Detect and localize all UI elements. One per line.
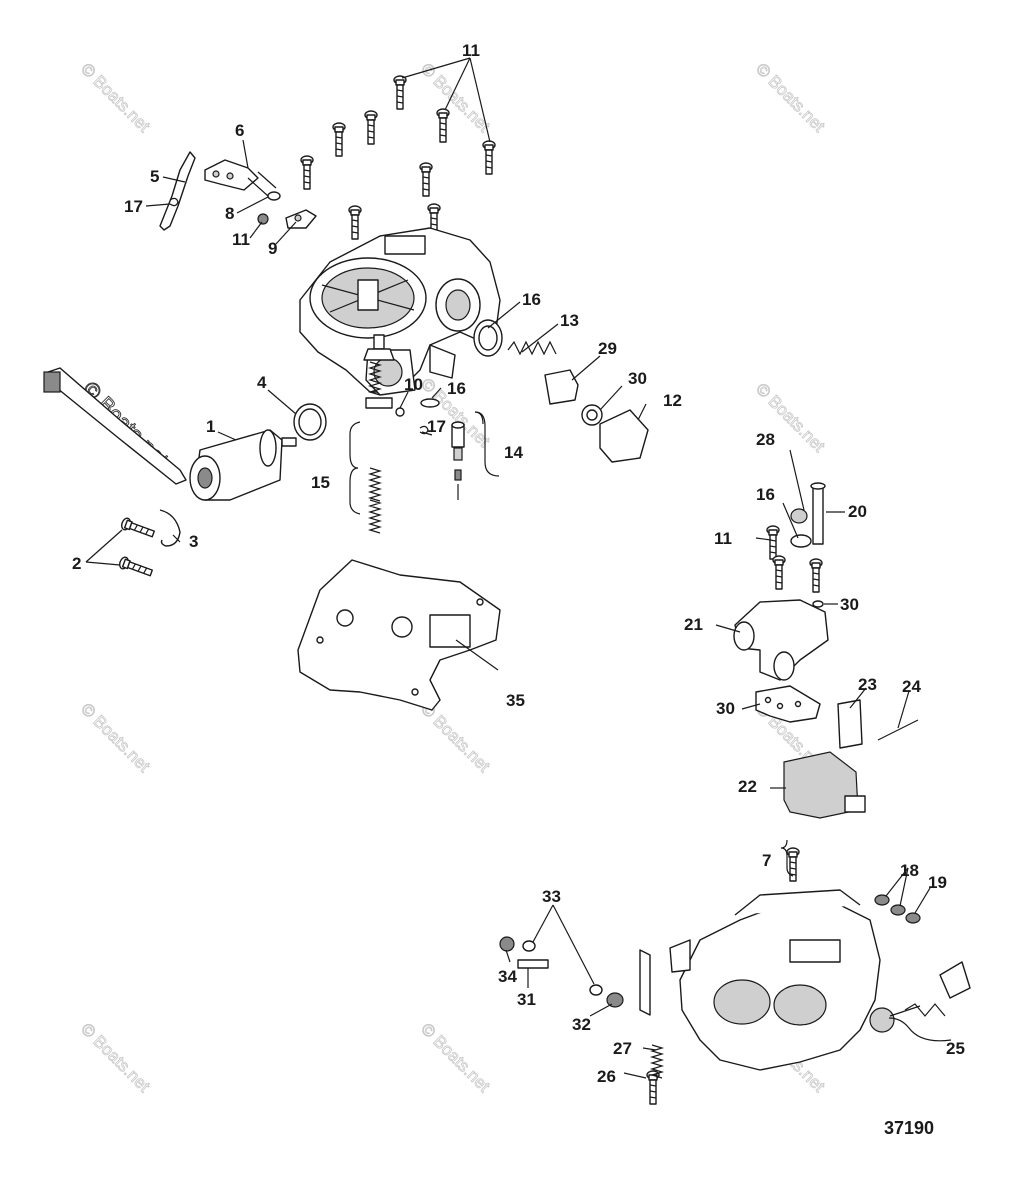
watermark: © Boats.net (417, 699, 494, 776)
callout-23: 23 (858, 675, 877, 694)
callout-4: 4 (257, 373, 267, 392)
power-piston (363, 334, 395, 534)
carburetor-air-horn (299, 227, 501, 396)
e-clip (419, 425, 429, 435)
throttle-plate (755, 685, 821, 723)
bracket (837, 699, 863, 749)
callout-20: 20 (848, 502, 867, 521)
choke-thermostat (43, 367, 297, 501)
callout-12: 12 (663, 391, 682, 410)
small-washer (395, 407, 405, 417)
callout-26: 26 (597, 1067, 616, 1086)
callout-22: 22 (738, 777, 757, 796)
callout-5: 5 (150, 167, 159, 186)
carburetor-gasket (297, 559, 501, 711)
watermark: © Boats.net (752, 59, 829, 136)
callout-11: 11 (232, 230, 250, 249)
callout-30: 30 (840, 595, 859, 614)
diagram-reference-number: 37190 (884, 1118, 934, 1138)
fuel-inlet-parts (473, 319, 649, 463)
callout-8: 8 (225, 204, 234, 223)
callout-19: 19 (928, 873, 947, 892)
callout-11: 11 (714, 529, 732, 548)
callout-21: 21 (684, 615, 703, 634)
throttle-body-upper-parts (733, 482, 829, 681)
callout-18: 18 (900, 861, 919, 880)
callout-9: 9 (268, 239, 277, 258)
watermark: © Boats.net (417, 1019, 494, 1096)
watermark: © Boats.net (77, 59, 154, 136)
throttle-body (639, 889, 881, 1071)
callout-30: 30 (716, 699, 735, 718)
callout-3: 3 (189, 532, 198, 551)
callout-27: 27 (613, 1039, 632, 1058)
callout-35: 35 (506, 691, 525, 710)
callout-34: 34 (498, 967, 517, 986)
callout-labels: 11 6 5 17 8 11 9 16 13 29 30 12 4 16 10 … (72, 41, 965, 1138)
callout-10: 10 (404, 375, 423, 394)
callout-13: 13 (560, 311, 579, 330)
idle-mixture-parts (869, 961, 971, 1033)
callout-17: 17 (124, 197, 143, 216)
callout-16: 16 (447, 379, 466, 398)
callout-25: 25 (946, 1039, 965, 1058)
retainer-ring (159, 509, 181, 547)
callout-2: 2 (72, 554, 81, 573)
callout-30: 30 (628, 369, 647, 388)
callout-24: 24 (902, 677, 921, 696)
leader-lines (85, 57, 952, 1079)
small-screws (874, 894, 921, 924)
watermark: © Boats.net (417, 59, 494, 136)
fuel-linkage-parts (499, 936, 624, 1008)
pin (877, 719, 919, 741)
callout-14: 14 (504, 443, 523, 462)
callout-15: 15 (311, 473, 330, 492)
callout-1: 1 (206, 417, 215, 436)
callout-32: 32 (572, 1015, 591, 1034)
callout-11: 11 (462, 41, 480, 60)
callout-16: 16 (522, 290, 541, 309)
needle-and-seat (420, 398, 465, 500)
choke-levers (159, 151, 317, 231)
callout-16: 16 (756, 485, 775, 504)
callout-6: 6 (235, 121, 244, 140)
watermark: © Boats.net (77, 699, 154, 776)
actuator-housing (783, 751, 866, 819)
callout-28: 28 (756, 430, 775, 449)
callout-17: 17 (427, 417, 446, 436)
callout-31: 31 (517, 990, 536, 1009)
callout-7: 7 (762, 851, 771, 870)
callout-29: 29 (598, 339, 617, 358)
watermark: © Boats.net (77, 1019, 154, 1096)
callout-33: 33 (542, 887, 561, 906)
